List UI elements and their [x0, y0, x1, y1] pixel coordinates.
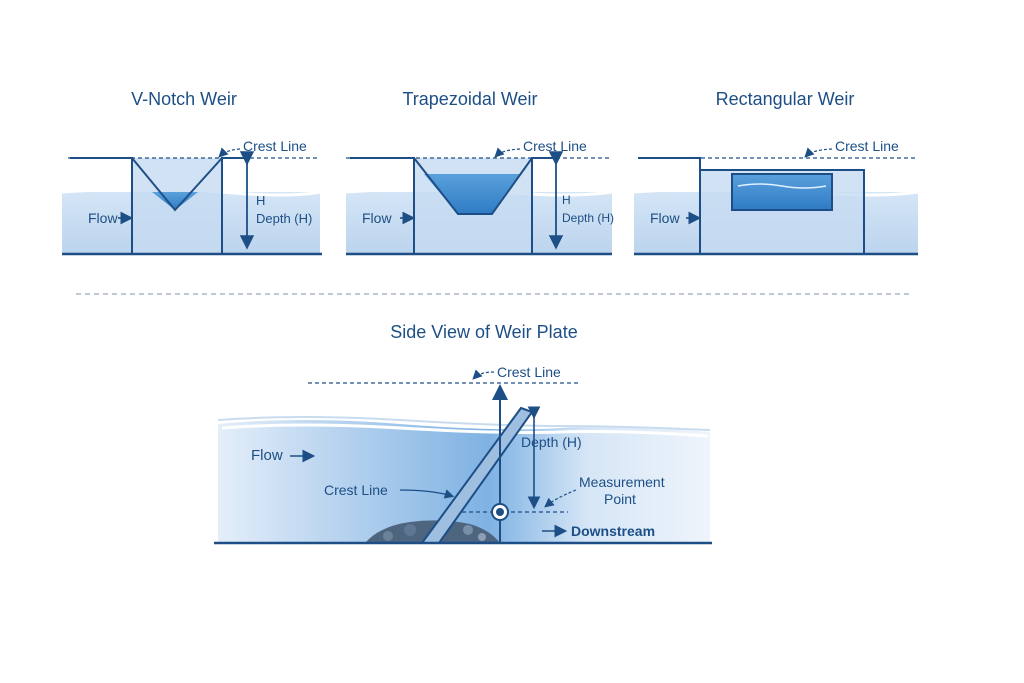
measurement-point-dot [496, 508, 504, 516]
side-crest-label: Crest Line [324, 482, 388, 498]
v-notch-title: V-Notch Weir [131, 89, 237, 109]
side-crest-top-pointer [472, 369, 495, 380]
v-notch-weir-diagram [61, 147, 322, 256]
trapezoidal-weir-diagram [345, 147, 613, 256]
rock [404, 524, 416, 536]
rectangular-notch-ripple [737, 183, 827, 189]
trapezoidal-flow-label: Flow [362, 210, 392, 226]
measurement-label-line2: Point [604, 491, 636, 507]
v-notch-crest-label: Crest Line [243, 138, 307, 154]
side-view-water [218, 420, 710, 543]
trapezoidal-crest-pointer [494, 147, 521, 158]
trapezoidal-title: Trapezoidal Weir [402, 89, 538, 109]
side-crest-pointer [399, 489, 455, 499]
v-notch-crest-pointer [218, 147, 241, 158]
trapezoidal-h-label: H [562, 193, 571, 207]
trapezoidal-water-fill [424, 174, 520, 214]
rectangular-crest-label: Crest Line [835, 138, 899, 154]
rectangular-notch [731, 173, 833, 211]
rectangular-weir-diagram [633, 147, 919, 256]
side-depth-label: Depth (H) [521, 434, 582, 450]
measurement-label-line1: Measurement [579, 474, 665, 490]
side-view-wave [221, 423, 709, 438]
side-view-title: Side View of Weir Plate [390, 322, 578, 342]
v-notch-shape [131, 157, 223, 212]
v-notch-flow-label: Flow [88, 210, 118, 226]
side-view-surface-back [217, 416, 711, 431]
rock [463, 525, 473, 535]
rock [478, 533, 486, 541]
trapezoidal-shape [413, 157, 533, 215]
v-notch-depth-label: Depth (H) [256, 211, 313, 226]
rock [383, 531, 393, 541]
trapezoidal-crest-label: Crest Line [523, 138, 587, 154]
rectangular-flow-label: Flow [650, 210, 680, 226]
side-crest-top-label: Crest Line [497, 364, 561, 380]
side-view-diagram [214, 369, 712, 545]
measurement-pointer [544, 489, 577, 508]
v-notch-h-label: H [256, 193, 266, 208]
trapezoidal-depth-label: Depth (H) [562, 211, 615, 225]
rectangular-title: Rectangular Weir [715, 89, 855, 109]
side-flow-label: Flow [251, 447, 283, 464]
downstream-label: Downstream [571, 523, 656, 539]
rectangular-crest-pointer [804, 147, 833, 158]
